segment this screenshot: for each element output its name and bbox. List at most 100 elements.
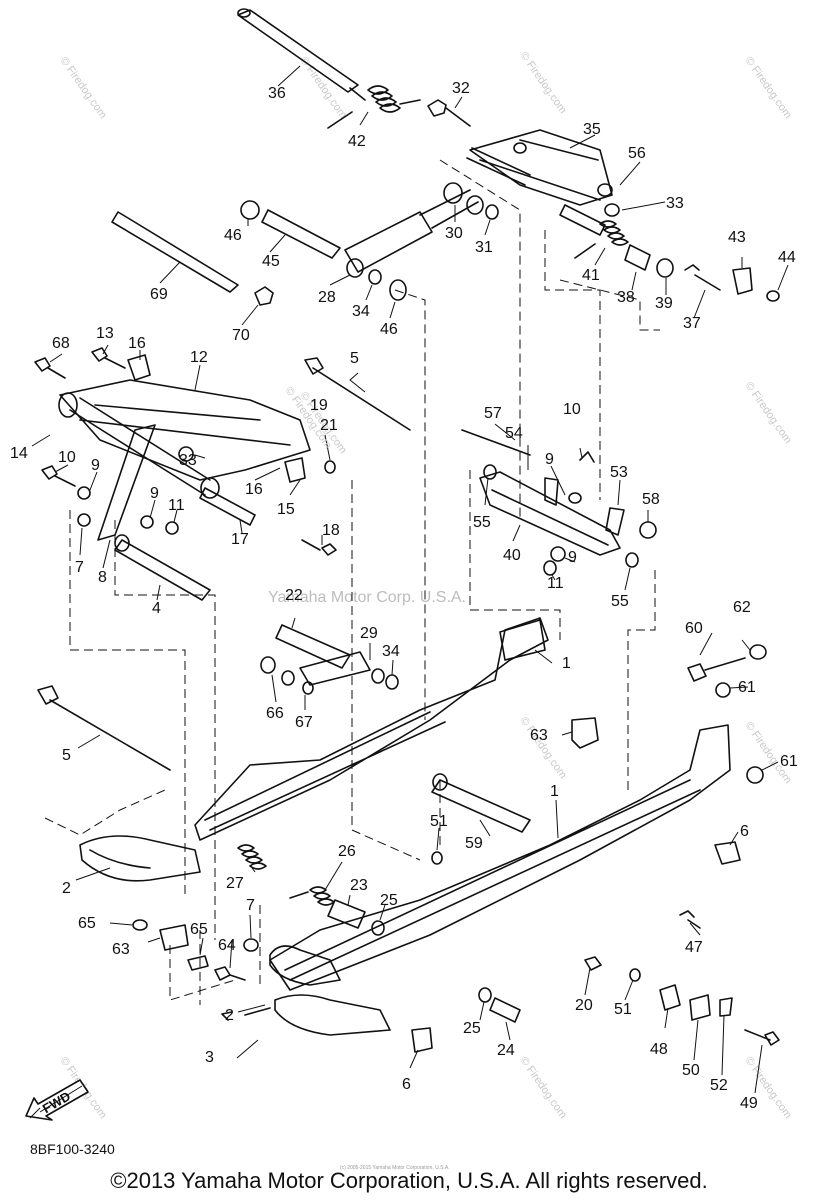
- part-label: 10: [563, 401, 581, 418]
- watermark-text: © Firedog.com: [58, 55, 109, 121]
- tiny-copyright: (c) 2005-2015 Yamaha Motor Corporation, …: [340, 1165, 450, 1171]
- part-label: 9: [91, 457, 100, 474]
- bolt-37: [684, 264, 721, 291]
- part-label: 27: [226, 875, 244, 892]
- part-label: 7: [246, 897, 255, 914]
- shaft-4: [114, 539, 211, 601]
- part-label: 9: [545, 451, 554, 468]
- part-label: 69: [150, 286, 168, 303]
- part-label: 28: [318, 289, 336, 306]
- watermark-text: © Firedog.com: [743, 380, 794, 446]
- part-label: 1: [550, 783, 559, 800]
- part-label: 59: [465, 835, 483, 852]
- watermark-text: © Firedog.com: [518, 1055, 569, 1121]
- part-label: 17: [231, 531, 249, 548]
- part-label: 70: [232, 327, 250, 344]
- part-label: 61: [738, 679, 756, 696]
- part-label: 6: [402, 1076, 411, 1093]
- shaft-36: [237, 9, 359, 93]
- part-label: 55: [611, 593, 629, 610]
- part-label: 65: [78, 915, 96, 932]
- part-label: 48: [650, 1041, 668, 1058]
- part-label: 1: [562, 655, 571, 672]
- part-label: 24: [497, 1042, 515, 1059]
- part-label: 32: [452, 80, 470, 97]
- part-label: 8: [98, 569, 107, 586]
- leader-lines: [31, 65, 789, 1094]
- shaft-69: [111, 211, 239, 293]
- bolt-5-lower: [49, 699, 171, 771]
- part-label: 7: [75, 559, 84, 576]
- part-label: 25: [380, 892, 398, 909]
- part-label: 63: [112, 941, 130, 958]
- part-label: 18: [322, 522, 340, 539]
- part-label: 6: [740, 823, 749, 840]
- part-label: 37: [683, 315, 701, 332]
- part-label: 53: [610, 464, 628, 481]
- part-label: 25: [463, 1020, 481, 1037]
- part-label: 9: [150, 485, 159, 502]
- part-label: 20: [575, 997, 593, 1014]
- part-label: 10: [58, 449, 76, 466]
- part-label: 30: [445, 225, 463, 242]
- copyright-notice: ©2013 Yamaha Motor Corporation, U.S.A. A…: [110, 1168, 708, 1193]
- part-label: 64: [218, 937, 236, 954]
- bolt-60: [687, 657, 746, 682]
- part-label: 12: [190, 349, 208, 366]
- center-watermark: Yamaha Motor Corp. U.S.A.: [268, 589, 466, 606]
- part-label: 41: [582, 267, 600, 284]
- watermark-text: © Firedog.com: [518, 715, 569, 781]
- part-label: 34: [352, 303, 370, 320]
- part-label: 35: [583, 121, 601, 138]
- shaft-45: [261, 209, 341, 259]
- part-label: 5: [350, 350, 359, 367]
- part-label: 33: [666, 195, 684, 212]
- part-label: 26: [338, 843, 356, 860]
- part-label: 33: [179, 452, 197, 469]
- part-label: 61: [780, 753, 798, 770]
- rear-arm-12: [59, 379, 311, 481]
- part-label: 57: [484, 405, 502, 422]
- part-label: 9: [568, 549, 577, 566]
- part-label: 63: [530, 727, 548, 744]
- part-label: 29: [360, 625, 378, 642]
- slide-rail-right: [194, 617, 549, 841]
- part-label: 46: [224, 227, 242, 244]
- part-label: 21: [320, 417, 338, 434]
- part-label: 50: [682, 1062, 700, 1079]
- front-arm-40: [479, 471, 621, 556]
- part-label: 40: [503, 547, 521, 564]
- part-label: 4: [152, 600, 161, 617]
- part-label: 22: [285, 587, 303, 604]
- part-label: 11: [547, 575, 564, 592]
- drawing-code: 8BF100-3240: [30, 1141, 115, 1157]
- bolt-5-upper: [312, 367, 411, 431]
- part-label: 14: [10, 445, 28, 462]
- part-label: 36: [268, 85, 286, 102]
- part-labels: 1 1 2 2 3 4 5 5 6 6 7 7 8 9 9 9 9 10 10 …: [10, 80, 798, 1112]
- rail-curl-lower: [269, 945, 391, 1036]
- watermark-text: © Firedog.com: [518, 50, 569, 116]
- part-label: 51: [430, 813, 448, 830]
- part-label: 58: [642, 491, 660, 508]
- part-drawings: [34, 8, 780, 1053]
- part-label: 16: [128, 335, 146, 352]
- part-label: 45: [262, 253, 280, 270]
- part-label: 67: [295, 714, 313, 731]
- part-label: 42: [348, 133, 366, 150]
- rail-curl-upper: [79, 835, 201, 882]
- part-label: 49: [740, 1095, 758, 1112]
- part-label: 55: [473, 514, 491, 531]
- part-label: 44: [778, 249, 796, 266]
- part-label: 62: [733, 599, 751, 616]
- part-label: 34: [382, 643, 400, 660]
- spring-42: [327, 85, 421, 129]
- part-label: 23: [350, 877, 368, 894]
- assembly-guides: [44, 159, 660, 1005]
- part-label: 2: [62, 880, 71, 897]
- upper-arm-35: [469, 129, 613, 206]
- part-label: 2: [225, 1007, 234, 1024]
- part-label: 54: [505, 425, 523, 442]
- watermark-text: © Firedog.com: [743, 55, 794, 121]
- part-label: 5: [62, 747, 71, 764]
